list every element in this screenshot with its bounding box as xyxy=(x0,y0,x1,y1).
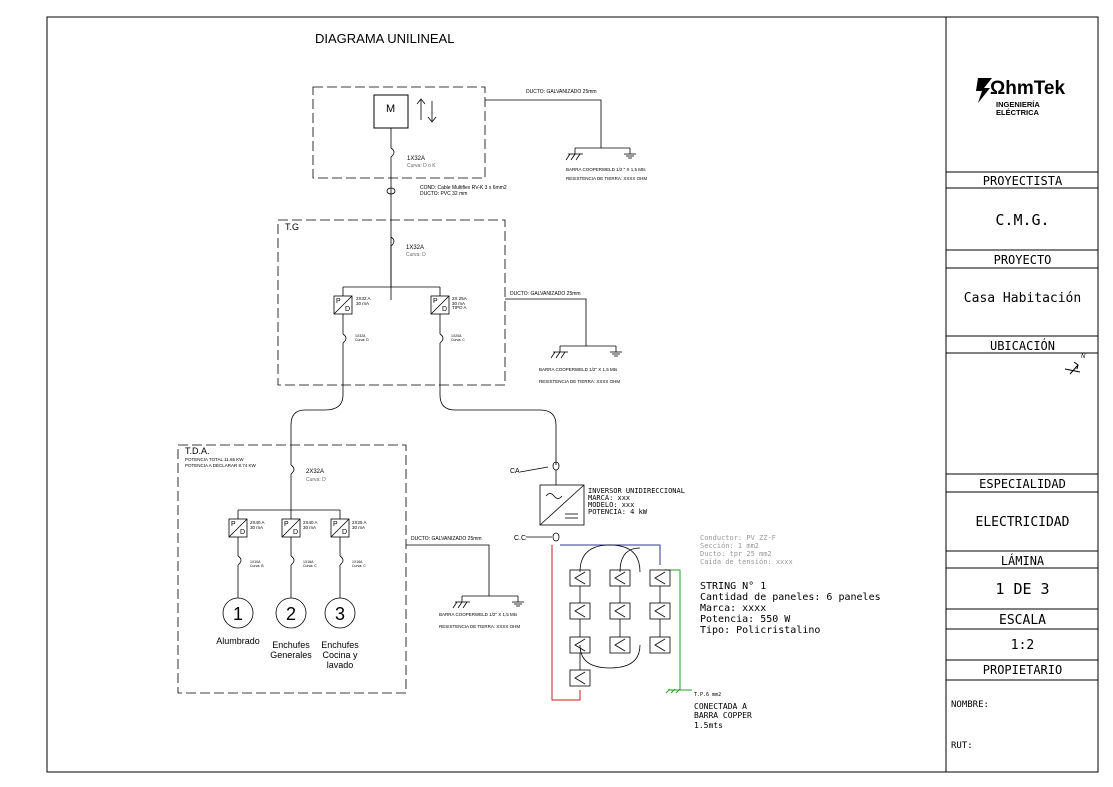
string-line-2: Cantidad de paneles: 6 paneles xyxy=(700,592,881,603)
pv-ground-line-4: 1.5mts xyxy=(694,721,723,730)
tda-ground-res-label: RESISTENCIA DE TIERRA: XXXX OHM xyxy=(439,624,521,629)
tda-dif2-pd2: D xyxy=(293,529,299,536)
tda-duct-label: DUCTO: GALVANIZADO 25mm xyxy=(411,536,482,542)
proyectista-value: C.M.G. xyxy=(995,211,1050,229)
string-line-5: Tipo: Policristalino xyxy=(700,625,821,636)
meter-duct-label: DUCTO: GALVANIZADO 25mm xyxy=(526,89,597,95)
meter-ground-res-label: RESISTENCIA DE TIERRA: XXXX OHM xyxy=(566,176,648,181)
tda-dif1-pd: P xyxy=(231,521,236,528)
tg-curve-label: Curva: D xyxy=(406,252,426,258)
lightning-icon xyxy=(976,78,992,103)
circuit-2-number: 2 xyxy=(285,604,296,624)
proyecto-value: Casa Habitación xyxy=(963,291,1082,306)
tg-sub1-label: 1X32A Curva: D xyxy=(355,334,369,342)
circuit-2-name: Enchufes Generales xyxy=(270,640,312,660)
tg-dif2-pd2: D xyxy=(442,306,448,313)
pv-ground-line-1: T.P.6 mm2 xyxy=(694,692,722,698)
pv-ground-line-3: BARRA COPPER xyxy=(694,711,752,720)
lamina-label: LÁMINA xyxy=(1000,554,1045,568)
tg-dif2-pd: P xyxy=(433,298,438,305)
meter-ground-bar-label: BARRA COOPERWELD 1/2 " X 1,5 Mts xyxy=(566,167,646,172)
circuit-1-number: 1 xyxy=(232,604,243,624)
nombre-label: NOMBRE: xyxy=(951,700,989,710)
tg-dif2-label: 2X 25A 30 mA TIPO A xyxy=(452,296,467,310)
tda-dif3-pd: P xyxy=(333,521,338,528)
logo-name: ΩhmTek xyxy=(990,78,1066,99)
meter-label: M xyxy=(386,103,396,115)
tg-dif1-pd: P xyxy=(336,298,341,305)
tg-ground-res-label: RESISTENCIA DE TIERRA: XXXX OHM xyxy=(539,379,621,384)
north-arrow-icon xyxy=(1064,361,1081,375)
pv-string xyxy=(551,544,692,701)
inverter-box xyxy=(539,484,585,526)
tda-dif3-pd2: D xyxy=(342,529,348,536)
tda-panel xyxy=(177,444,524,694)
inverter-line-2: MARCA: xxx xyxy=(588,494,631,502)
circuit-1-name: Alumbrado xyxy=(216,636,260,646)
lamina-value: 1 DE 3 xyxy=(995,580,1050,598)
tg-panel xyxy=(277,219,622,395)
conductor-line-3: Ducto: tpr 25 mm2 xyxy=(700,550,772,558)
tda-power-declared: POTENCIA A DECLARAR 8.74 KW xyxy=(185,463,256,468)
escala-value: 1:2 xyxy=(1010,638,1035,653)
meter-curve-label: Curva: D o K xyxy=(407,163,436,169)
circuit-3-symbol xyxy=(324,597,356,629)
inverter-line-1: INVERSOR UNIDIRECCIONAL xyxy=(588,487,685,495)
inverter-line-4: POTENCIA: 4 kW xyxy=(588,508,648,516)
tg-ground-bar-label: BARRA COOPERWELD 1/2" X 1,5 Mts xyxy=(539,367,618,372)
ca-label: CA xyxy=(510,468,520,475)
meter-cable-duct-label: DUCTO: PVC 32 mm xyxy=(420,191,468,197)
especialidad-label: ESPECIALIDAD xyxy=(979,477,1066,491)
tda-dif3-label: 2X25 A 30 mA xyxy=(352,520,367,530)
tda-curve-label: Curva: D xyxy=(306,477,326,483)
tg-label: T.G xyxy=(285,222,300,232)
especialidad-value: ELECTRICIDAD xyxy=(975,515,1070,530)
tda-dif1-pd2: D xyxy=(240,529,246,536)
logo-sub1: INGENIERÍA xyxy=(996,100,1040,109)
conductor-line-1: Conductor: PV ZZ-F xyxy=(700,534,776,542)
logo-sub2: ELÉCTRICA xyxy=(996,108,1039,117)
string-line-3: Marca: xxxx xyxy=(700,603,767,614)
tda-sub1-label: 1X10A Curva: B xyxy=(250,560,264,568)
tg-dif1-label: 2X32 A 30 mA xyxy=(356,296,371,306)
tg-breaker-label: 1X32A xyxy=(406,245,425,251)
conductor-line-4: Caída de tensión: xxxx xyxy=(700,558,793,566)
propietario-label: PROPIETARIO xyxy=(982,663,1063,677)
tda-sub3-label: 1X16A Curva: C xyxy=(352,560,366,568)
company-logo: ΩhmTek INGENIERÍA ELÉCTRICA xyxy=(974,76,1074,122)
circuit-1-symbol xyxy=(222,597,254,629)
conductor-line-2: Sección: 1 mm2 xyxy=(700,542,760,550)
tda-dif2-pd: P xyxy=(284,521,289,528)
diagram-title: DIAGRAMA UNILINEAL xyxy=(315,31,455,46)
tg-sub2-label: 1X20A Curva: C xyxy=(451,334,465,342)
cc-label: C.C xyxy=(514,535,527,542)
rut-label: RUT: xyxy=(951,741,973,751)
circuit-3-name: Enchufes Cocina y lavado xyxy=(321,640,359,670)
proyecto-label: PROYECTO xyxy=(993,253,1052,267)
tda-dif2-label: 2X40 A 30 mA xyxy=(303,520,318,530)
meter-panel xyxy=(312,86,636,300)
ubicacion-label: UBICACIÓN xyxy=(989,339,1056,353)
circuit-2-symbol xyxy=(275,597,307,629)
tg-dif1-pd2: D xyxy=(345,306,351,313)
inverter-line-3: MODELO: xxx xyxy=(588,501,635,509)
pv-ground-line-2: CONECTADA A xyxy=(694,702,747,711)
tda-label: T.D.A. xyxy=(185,446,210,456)
tda-sub2-label: 1X16A Curva: C xyxy=(303,560,317,568)
string-line-1: STRING N° 1 xyxy=(700,581,767,592)
sheet-border xyxy=(46,16,1099,773)
tda-power-total: POTENCIA TOTAL 11.65 KW xyxy=(185,457,244,462)
circuit-3-number: 3 xyxy=(334,604,345,624)
escala-label: ESCALA xyxy=(999,613,1046,628)
tda-ground-bar-label: BARRA COOPERWELD 1/2" X 1,5 Mts xyxy=(439,612,518,617)
north-label: N xyxy=(1081,354,1086,360)
tg-duct-label: DUCTO: GALVANIZADO 25mm xyxy=(510,291,581,297)
meter-cable-label: COND: Cable Multiflex RV-K 3 x 6mm2 xyxy=(420,185,507,191)
tda-dif1-label: 2X40 A 30 mA xyxy=(250,520,265,530)
meter-breaker-label: 1X32A xyxy=(407,156,426,162)
string-line-4: Potencia: 550 W xyxy=(700,614,791,625)
tda-breaker-label: 2X32A xyxy=(306,469,325,475)
proyectista-label: PROYECTISTA xyxy=(982,174,1063,188)
